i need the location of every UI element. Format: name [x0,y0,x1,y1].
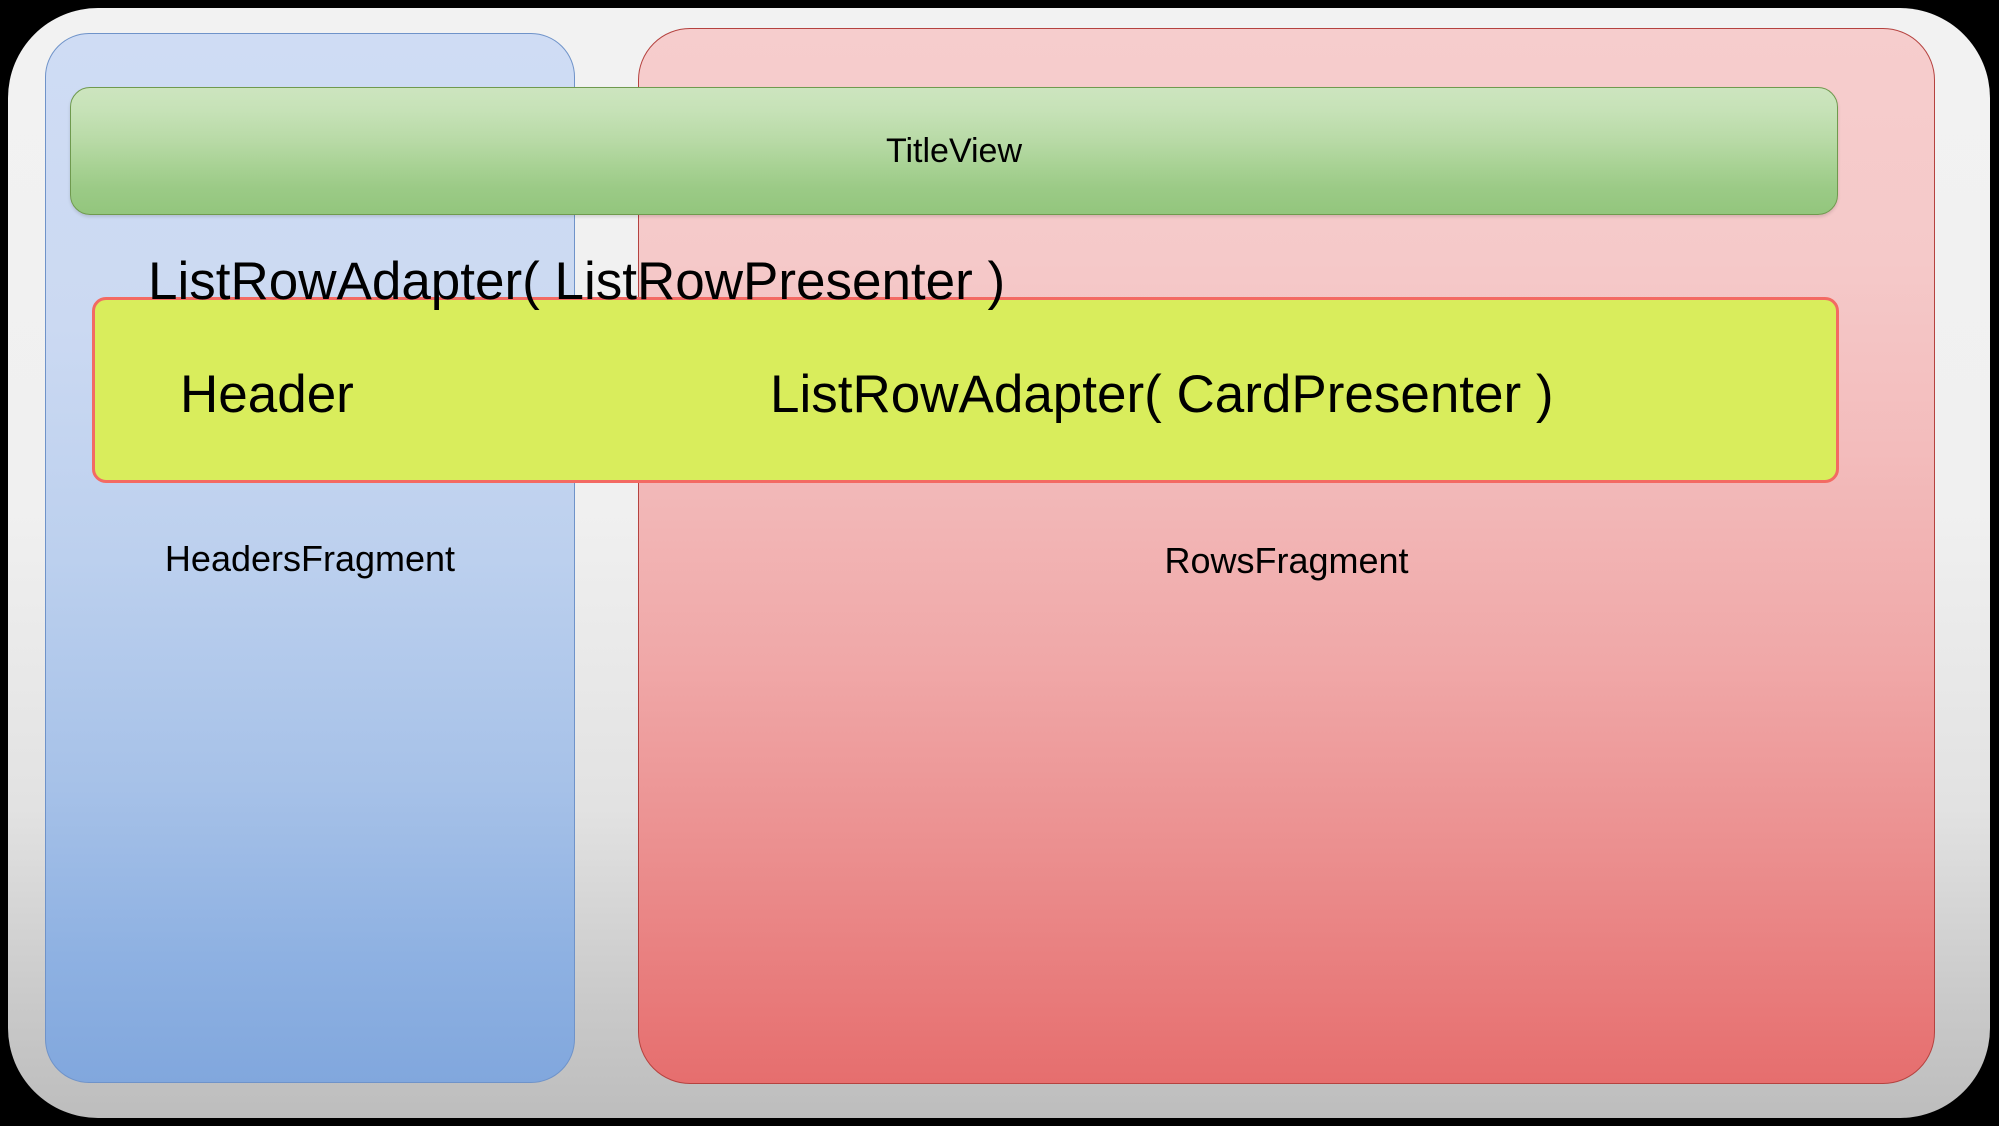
headers-fragment-label: HeadersFragment [164,538,456,579]
rows-fragment-label: RowsFragment [1164,540,1409,581]
title-view-label: TitleView [885,132,1023,170]
list-row-box [92,297,1839,483]
card-presenter-adapter-label: ListRowAdapter( CardPresenter ) [770,365,1554,424]
title-view-box: TitleView [70,87,1838,215]
row-header-label: Header [180,365,354,424]
list-row-adapter-label: ListRowAdapter( ListRowPresenter ) [148,252,1006,311]
